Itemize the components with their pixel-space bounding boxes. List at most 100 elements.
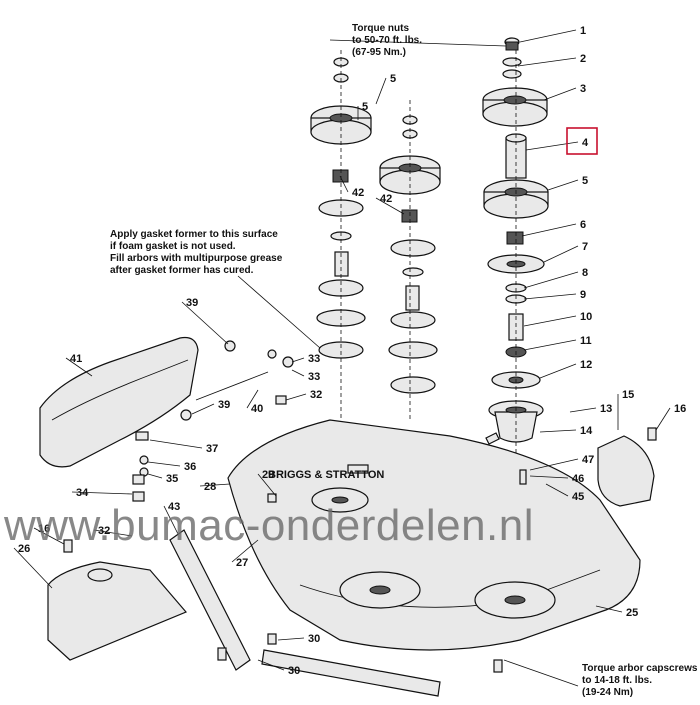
callout-leader-35 (147, 473, 163, 479)
callout-leader-25 (595, 605, 623, 613)
callout-10: 10 (580, 311, 592, 323)
callout-45: 45 (572, 491, 584, 503)
callout-41: 41 (70, 353, 82, 365)
callout-leader-46 (529, 475, 569, 479)
callout-leader-11 (523, 339, 577, 351)
callout-30: 30 (288, 665, 300, 677)
callout-leader-5 (547, 179, 579, 191)
callout-leader-9 (523, 293, 577, 300)
gasket-note: Apply gasket former to this surface if f… (110, 229, 283, 276)
callout-47: 47 (582, 454, 594, 466)
callout-leader-1 (519, 29, 577, 43)
callout-15: 15 (622, 389, 634, 401)
callout-leader-45 (545, 483, 569, 497)
callout-6: 6 (580, 219, 586, 231)
middle-spindle-stack (379, 100, 441, 420)
callout-leader-29 (257, 473, 277, 497)
torque-arbor-line-3: (19-24 Nm) (582, 687, 633, 698)
callout-leader-6 (521, 223, 577, 237)
mower-deck (227, 419, 641, 651)
callout-leader-33 (291, 369, 305, 377)
gasket-line-3: Fill arbors with multipurpose grease (110, 253, 283, 264)
callout-leader-7 (543, 245, 579, 263)
callout-leader-41 (65, 357, 93, 377)
callout-3: 3 (580, 83, 586, 95)
callout-leader-30 (277, 637, 305, 641)
callout-leader-40 (246, 389, 259, 409)
callout-9: 9 (580, 289, 586, 301)
callout-leader-4 (525, 141, 579, 151)
callout-32: 32 (310, 389, 322, 401)
callout-5: 5 (362, 101, 368, 113)
callout-leader-36 (147, 461, 181, 467)
callout-7: 7 (582, 241, 588, 253)
callout-39: 39 (218, 399, 230, 411)
torque-arbor-note: Torque arbor capscrews to 14-18 ft. lbs.… (582, 663, 698, 698)
callout-11: 11 (580, 335, 592, 347)
callout-leader-2 (517, 57, 577, 67)
callout-35: 35 (166, 473, 178, 485)
callout-leader-8 (523, 271, 579, 289)
callout-leader-14 (539, 429, 577, 433)
torque-arbor-line-1: Torque arbor capscrews (582, 663, 698, 674)
callout-leader-43 (163, 505, 179, 535)
callout-leader-37 (149, 439, 203, 449)
callout-leader-39 (181, 301, 229, 345)
callout-2: 2 (580, 53, 586, 65)
callout-42: 42 (380, 193, 392, 205)
callout-34: 34 (76, 487, 89, 499)
callout-36: 36 (184, 461, 196, 473)
callout-8: 8 (582, 267, 588, 279)
callout-leader-42 (339, 175, 349, 193)
callout-43: 43 (168, 501, 180, 513)
callout-12: 12 (580, 359, 592, 371)
callout-29: 29 (262, 469, 274, 481)
callout-leader-16 (33, 527, 65, 545)
watermark: www.bumac-onderdelen.nl (3, 501, 534, 550)
callout-leader-16 (655, 407, 671, 431)
callout-30: 30 (308, 633, 320, 645)
callout-16: 16 (674, 403, 686, 415)
baffle (47, 561, 187, 661)
callout-leader-32 (93, 529, 133, 537)
gasket-line-1: Apply gasket former to this surface (110, 229, 278, 240)
callout-leader-33 (291, 357, 305, 363)
embossed-logo: BRIGGS & STRATTON (268, 469, 384, 481)
callout-leader-30 (257, 659, 285, 671)
callout-13: 13 (600, 403, 612, 415)
callout-1: 1 (580, 25, 586, 37)
callout-leader-27 (231, 539, 259, 563)
callout-leader-13 (569, 407, 597, 413)
callout-leader-5 (375, 77, 387, 105)
gasket-line-2: if foam gasket is not used. (110, 241, 236, 252)
strips (169, 529, 441, 697)
bolts (63, 427, 657, 673)
blade-cover (597, 435, 655, 507)
callout-40: 40 (251, 403, 263, 415)
callout-5: 5 (390, 73, 396, 85)
callout-39: 39 (186, 297, 198, 309)
callout-26: 26 (18, 543, 30, 555)
right-spindle-stack (482, 37, 549, 600)
left-spindle-stack (310, 50, 372, 420)
gasket-line-4: after gasket former has cured. (110, 265, 254, 276)
torque-nuts-line-1: Torque nuts (352, 23, 409, 34)
callout-32: 32 (98, 525, 110, 537)
callout-46: 46 (572, 473, 584, 485)
callout-leader-47 (529, 458, 579, 471)
callout-4: 4 (582, 137, 589, 149)
callout-leader-32 (285, 393, 307, 401)
callout-leader-39 (191, 403, 215, 415)
callout-leader-3 (543, 87, 577, 101)
torque-arbor-line-2: to 14-18 ft. lbs. (582, 675, 652, 686)
callout-42: 42 (352, 187, 364, 199)
callout-27: 27 (236, 557, 248, 569)
callout-leader-42 (375, 197, 405, 215)
callout-5: 5 (582, 175, 588, 187)
callout-33: 33 (308, 371, 320, 383)
callout-leader-28 (199, 483, 231, 487)
deflector-hardware (132, 340, 294, 502)
callout-37: 37 (206, 443, 218, 455)
